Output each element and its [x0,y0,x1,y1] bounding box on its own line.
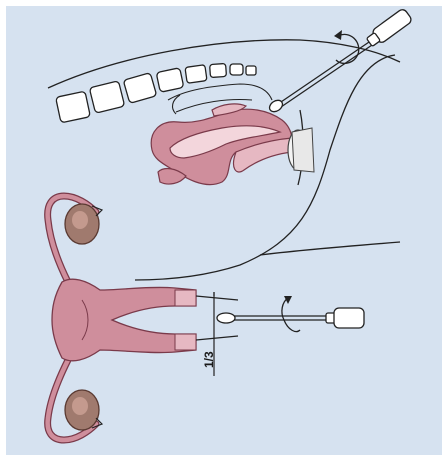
vertebra [89,81,124,113]
vertebra [230,64,243,75]
vertebra [123,73,157,104]
vertebra [246,66,256,75]
vertebra [210,63,227,77]
sagittal-organs [151,104,298,185]
cervix [175,290,196,350]
uterus-frontal [52,279,196,361]
frontal-view [48,196,196,440]
swab-lower [217,296,364,332]
one-third-label: 1/3 [202,351,216,368]
vertebra [185,65,207,84]
buttock-contour [260,242,400,255]
vertebra [56,91,91,123]
swab-upper [267,8,412,114]
rotation-arrow-lower [282,298,300,332]
vertebra [156,68,184,93]
speculum [288,128,314,172]
